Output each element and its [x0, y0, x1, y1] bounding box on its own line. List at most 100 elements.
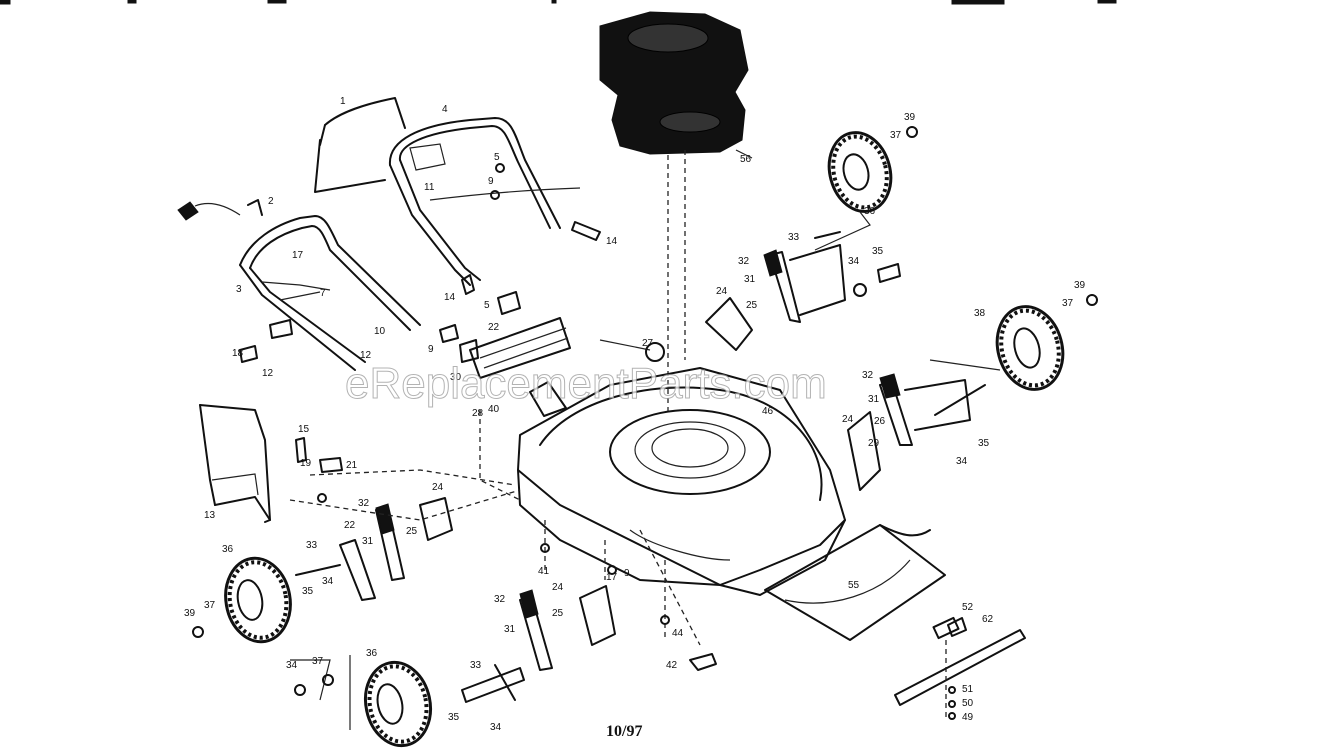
- callout-13: 13: [204, 510, 216, 521]
- callout-28: 28: [472, 408, 484, 419]
- callout-34d: 34: [848, 256, 860, 267]
- callout-41: 41: [538, 566, 550, 577]
- callout-44: 44: [672, 628, 684, 639]
- callout-29: 29: [868, 438, 880, 449]
- callout-39b: 39: [904, 112, 916, 123]
- callout-26: 26: [874, 416, 886, 427]
- date-code: 10/97: [606, 723, 642, 740]
- callout-33c: 33: [788, 232, 800, 243]
- callout-34c: 34: [490, 722, 502, 733]
- callout-labels: 1 4 2 3 17 7 11 5 9 14 14 5 22 10 9 12 1…: [184, 96, 1086, 733]
- callout-51: 51: [962, 684, 974, 695]
- hardware: [192, 126, 1098, 720]
- callout-32a: 32: [358, 498, 370, 509]
- callout-62: 62: [982, 614, 994, 625]
- callout-19: 19: [300, 458, 312, 469]
- callout-38a: 38: [974, 308, 986, 319]
- callout-15: 15: [298, 424, 310, 435]
- callout-12a: 12: [262, 368, 274, 379]
- callout-11: 11: [424, 182, 435, 193]
- callout-5a: 5: [494, 152, 500, 163]
- bag-frame: [314, 97, 406, 193]
- callout-33a: 33: [306, 540, 318, 551]
- callout-10: 10: [374, 326, 386, 337]
- callout-32d: 32: [862, 370, 874, 381]
- callout-9b: 9: [428, 344, 434, 355]
- callout-24a: 24: [432, 482, 444, 493]
- callout-32c: 32: [738, 256, 750, 267]
- rear-shield: [764, 524, 946, 641]
- callout-36a: 36: [222, 544, 234, 555]
- callout-52: 52: [962, 602, 974, 613]
- callout-25b: 25: [552, 608, 564, 619]
- callout-30: 30: [450, 372, 462, 383]
- callout-37a: 37: [204, 600, 216, 611]
- callout-35c: 35: [872, 246, 884, 257]
- callout-14b: 14: [444, 292, 456, 303]
- grass-catcher: [199, 404, 271, 523]
- wheel-upper-right: [814, 131, 893, 251]
- callout-36c: 36: [864, 206, 876, 217]
- callout-9a: 9: [488, 176, 494, 187]
- callout-31c: 31: [744, 274, 756, 285]
- callout-37d: 37: [1062, 298, 1074, 309]
- callout-32b: 32: [494, 594, 506, 605]
- callout-35a: 35: [302, 586, 314, 597]
- callout-37b: 37: [312, 656, 324, 667]
- height-adjuster-left: [295, 503, 405, 601]
- callout-18a: 18: [232, 348, 244, 359]
- callout-7a: 7: [320, 288, 326, 299]
- callout-1: 1: [340, 96, 346, 107]
- callout-39a: 39: [184, 608, 196, 619]
- starter-handle: [177, 199, 263, 221]
- callout-25c: 25: [746, 300, 758, 311]
- upper-handle: [388, 117, 581, 286]
- rear-baffle: [469, 317, 571, 417]
- callout-27: 27: [642, 338, 654, 349]
- callout-34a: 34: [322, 576, 334, 587]
- callout-9c: 9: [624, 568, 630, 579]
- callout-42: 42: [666, 660, 678, 671]
- callout-35d: 35: [978, 438, 990, 449]
- callout-39c: 39: [1074, 280, 1086, 291]
- callout-49: 49: [962, 712, 974, 723]
- engine: [599, 11, 753, 159]
- leader-lines: [289, 339, 1001, 730]
- height-adjuster-upper-right: [763, 231, 901, 323]
- wheel-bottom: [364, 660, 432, 748]
- callout-14a: 14: [606, 236, 618, 247]
- callout-5b: 5: [484, 300, 490, 311]
- callout-55: 55: [848, 580, 860, 591]
- callout-12b: 12: [360, 350, 372, 361]
- callout-36b: 36: [366, 648, 378, 659]
- callout-33b: 33: [470, 660, 482, 671]
- callout-22a: 22: [488, 322, 500, 333]
- wheel-right: [995, 305, 1065, 391]
- callout-4: 4: [442, 104, 448, 115]
- wheel-left: [224, 556, 292, 644]
- callout-24d: 24: [842, 414, 854, 425]
- callout-24c: 24: [716, 286, 728, 297]
- callout-3: 3: [236, 284, 242, 295]
- callout-56: 56: [740, 154, 752, 165]
- watermark: eReplacementParts.com: [345, 359, 827, 408]
- top-edge-fragments: [0, 0, 1117, 5]
- callout-35b: 35: [448, 712, 460, 723]
- callout-21: 21: [346, 460, 358, 471]
- callout-40: 40: [488, 404, 500, 415]
- callout-50: 50: [962, 698, 974, 709]
- callout-24b: 24: [552, 582, 564, 593]
- callout-31b: 31: [504, 624, 516, 635]
- callout-31d: 31: [868, 394, 880, 405]
- callout-25a: 25: [406, 526, 418, 537]
- height-adjuster-right: [879, 373, 986, 446]
- blade: [894, 616, 1026, 720]
- height-adjuster-bottom: [461, 589, 553, 703]
- callout-17a: 17: [292, 250, 304, 261]
- callout-22b: 22: [344, 520, 356, 531]
- gear-plates: [419, 297, 881, 646]
- callout-2: 2: [268, 196, 274, 207]
- callout-17b: 17: [606, 572, 618, 583]
- callout-34e: 34: [956, 456, 968, 467]
